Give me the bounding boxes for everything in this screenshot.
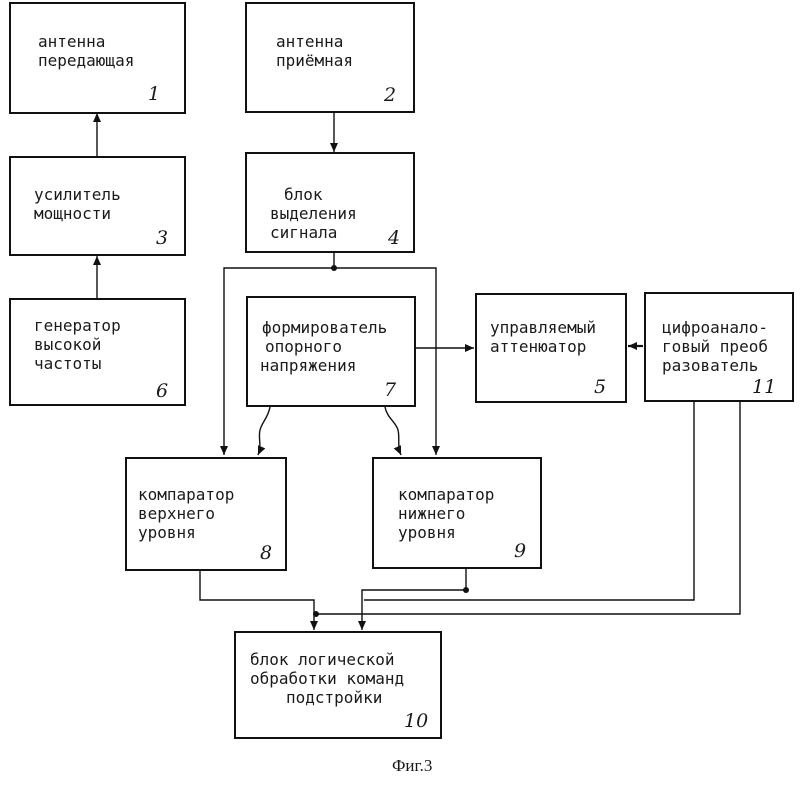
block-7-line-1: формирователь: [262, 318, 387, 337]
block-8-line-1: компаратор: [138, 485, 234, 504]
junction-10: [313, 611, 319, 617]
block-11-number: 11: [752, 376, 776, 398]
block-7-line-2: опорного: [265, 337, 342, 356]
block-11-line-1: цифроанало-: [662, 318, 768, 337]
block-10-number: 10: [404, 710, 428, 732]
block-10: блок логической обработки команд подстро…: [235, 632, 441, 738]
block-5-number: 5: [594, 376, 606, 398]
block-11-line-3: разователь: [662, 356, 758, 375]
block-1: антенна передающая 1: [10, 3, 185, 113]
block-3: усилитель мощности 3: [10, 157, 185, 255]
block-11: цифроанало- говый преоб разователь 11: [645, 293, 793, 401]
block-3-line-1: усилитель: [34, 185, 121, 204]
block-10-line-1: блок логической: [250, 650, 395, 669]
block-2-line-2: приёмная: [276, 51, 353, 70]
block-4-line-1: блок: [284, 185, 323, 204]
junction-9: [463, 587, 469, 593]
block-1-number: 1: [148, 83, 160, 105]
block-6-line-3: частоты: [34, 354, 101, 373]
block-5: управляемый аттенюатор 5: [476, 294, 626, 402]
block-9-line-3: уровня: [398, 523, 456, 542]
block-6-line-1: генератор: [34, 316, 121, 335]
link-8-to-10: [200, 570, 314, 630]
block-6-number: 6: [156, 380, 168, 402]
block-5-line-1: управляемый: [490, 318, 596, 337]
block-9-line-1: компаратор: [398, 485, 494, 504]
block-10-line-3: подстройки: [286, 688, 382, 707]
block-4: блок выделения сигнала 4: [246, 153, 414, 252]
block-2-number: 2: [383, 84, 396, 106]
block-4-line-2: выделения: [270, 204, 357, 223]
block-4-number: 4: [387, 227, 400, 249]
block-1-line-2: передающая: [38, 51, 134, 70]
block-7-number: 7: [384, 379, 397, 401]
block-9-line-2: нижнего: [398, 504, 465, 523]
block-8-number: 8: [260, 542, 272, 564]
block-8: компаратор верхнего уровня 8: [126, 458, 286, 570]
block-9-number: 9: [514, 540, 526, 562]
block-4-line-3: сигнала: [270, 223, 337, 242]
link-9-to-10: [362, 568, 466, 630]
block-10-line-2: обработки команд: [250, 669, 404, 688]
block-8-line-3: уровня: [138, 523, 196, 542]
block-5-line-2: аттенюатор: [490, 337, 586, 356]
figure-caption: Фиг.3: [392, 756, 432, 775]
block-6: генератор высокой частоты 6: [10, 299, 185, 405]
block-2-line-1: антенна: [276, 32, 343, 51]
link-7-to-8: [258, 407, 270, 455]
block-1-line-1: антенна: [38, 32, 105, 51]
block-11-line-2: говый преоб: [662, 337, 768, 356]
block-3-line-2: мощности: [34, 204, 111, 223]
block-7-line-3: напряжения: [260, 356, 356, 375]
block-7: формирователь опорного напряжения 7: [247, 297, 415, 406]
block-3-number: 3: [156, 227, 168, 249]
block-2: антенна приёмная 2: [246, 3, 414, 112]
junction-4: [331, 265, 337, 271]
block-6-line-2: высокой: [34, 335, 101, 354]
block-8-line-2: верхнего: [138, 504, 215, 523]
link-7-to-9: [385, 407, 401, 455]
block-9: компаратор нижнего уровня 9: [373, 458, 541, 568]
